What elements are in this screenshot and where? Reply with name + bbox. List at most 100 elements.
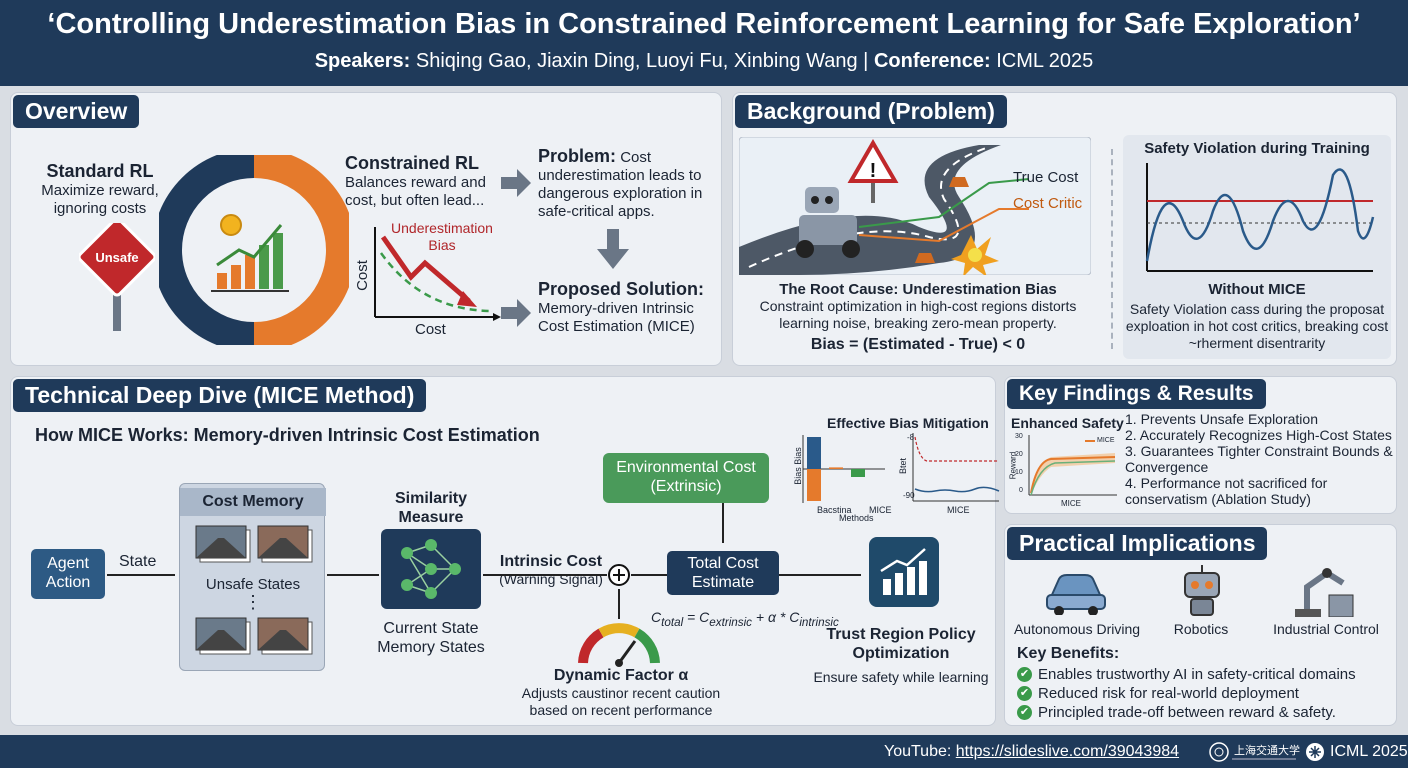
arrow-similarity-plus: [483, 574, 607, 576]
app-industrial-control: Industrial Control: [1273, 621, 1379, 637]
findings-xlabel: MICE: [1061, 499, 1081, 508]
env-cost-box: Environmental Cost (Extrinsic): [603, 453, 769, 503]
findings-ylabel: Reward: [1008, 451, 1018, 480]
deep-dive-title: Technical Deep Dive (MICE Method): [13, 379, 427, 412]
legend-cost-critic: Cost Critic: [1013, 195, 1083, 212]
down-arrow-icon: [597, 229, 629, 269]
root-cause: The Root Cause: Underestimation Bias Con…: [759, 281, 1077, 353]
total-cost-box: Total Cost Estimate: [667, 551, 779, 595]
footer: YouTube: https://slideslive.com/39043984…: [0, 735, 1408, 768]
intrinsic-cost: Intrinsic Cost (Warning Signal): [499, 553, 603, 587]
university-logo: 上海交通大学: [1232, 741, 1300, 763]
divider: [1111, 149, 1113, 349]
underestimation-chart: [374, 227, 501, 321]
ebm-x2: MICE: [869, 505, 892, 515]
overview-title: Overview: [13, 95, 140, 128]
ebm-ylabel: Bias Bias: [792, 447, 803, 485]
benefits-list: ✔Enables trustworthy AI in safety-critic…: [1017, 665, 1393, 722]
findings-title: Key Findings & Results: [1007, 379, 1266, 409]
state-label: State: [119, 553, 157, 570]
road-illustration: !: [739, 137, 1091, 275]
problem-block: Problem: Cost underestimation leads to d…: [538, 146, 703, 220]
overview-panel: Overview Standard RL Maximize reward, ig…: [10, 92, 722, 366]
growth-chart-icon: [211, 214, 289, 292]
tick-20: 20: [1015, 451, 1023, 458]
chart-xlabel: Cost: [415, 321, 446, 338]
ebm-x1: Bacstina: [817, 505, 852, 515]
constrained-rl: Constrained RL Balances reward and cost,…: [345, 153, 486, 209]
app-autonomous-driving: Autonomous Driving: [1013, 621, 1141, 637]
ebm-title: Effective Bias Mitigation: [827, 415, 989, 431]
finding-item: 1. Prevents Unsafe Exploration: [1125, 411, 1318, 427]
neural-network-icon: [381, 529, 481, 609]
memory-image-icon: [195, 525, 313, 563]
unsafe-states-label: Unsafe States: [205, 576, 301, 593]
bias-label: Underestimation Bias: [391, 220, 493, 253]
arrow-memory-similarity: [327, 574, 379, 576]
robot-car-icon: [796, 187, 860, 258]
dynamic-factor: Dynamic Factor α Adjusts caustinor recen…: [521, 667, 721, 718]
app-robotics: Robotics: [1173, 621, 1229, 637]
benefit-item: ✔Reduced risk for real-world deployment: [1017, 684, 1393, 703]
bias-bar: [807, 437, 821, 469]
violation-desc: Safety Violation cass during the proposa…: [1125, 301, 1389, 351]
bias-line-chart: [912, 433, 1000, 502]
arrow-gauge-plus: [618, 589, 620, 619]
ebm2-xlabel: MICE: [947, 505, 970, 515]
findings-legend: MICE: [1097, 437, 1115, 444]
bias-bar: [851, 469, 865, 477]
youtube-link[interactable]: https://slideslive.com/39043984: [955, 743, 1180, 760]
violation-box: Safety Violation during Training Without…: [1123, 135, 1391, 359]
warning-sign-icon: !: [847, 139, 899, 203]
finding-item: 3. Guarantees Tighter Constraint Bounds …: [1125, 443, 1393, 475]
icml-logo-icon: [1306, 743, 1324, 761]
arrow-plus-total: [631, 574, 667, 576]
page-title: ‘Controlling Underestimation Bias in Con…: [47, 8, 1361, 40]
svg-text:上海交通大学: 上海交通大学: [1234, 743, 1300, 757]
practical-panel: Practical Implications Autonomous Drivin…: [1004, 524, 1397, 726]
plus-circle-icon: [608, 564, 630, 586]
bias-bar: [807, 469, 821, 501]
current-state-label: Current State Memory States: [377, 620, 485, 656]
check-icon: ✔: [1017, 686, 1032, 701]
check-icon: ✔: [1017, 705, 1032, 720]
university-seal-icon: [1209, 742, 1229, 762]
svg-text:!: !: [870, 160, 877, 182]
gauge-icon: [578, 623, 660, 667]
industrial-robot-icon: [1295, 568, 1354, 617]
similarity-title: Similarity Measure: [394, 490, 468, 526]
trend-chart-icon: [869, 537, 939, 607]
solution-block: Proposed Solution: Memory-driven Intrins…: [538, 279, 704, 335]
practical-title: Practical Implications: [1007, 527, 1268, 560]
legend-true-cost: True Cost: [1013, 169, 1079, 186]
benefits-title: Key Benefits:: [1017, 645, 1120, 662]
footer-icml: ICML 2025: [1330, 743, 1408, 760]
cost-memory-box: Cost Memory Unsafe States ⋮: [179, 483, 326, 671]
violation-chart-sub: Without MICE: [1208, 281, 1306, 298]
unsafe-sign-label: Unsafe: [95, 250, 138, 265]
robot-icon: [1184, 565, 1220, 616]
findings-chart: [1028, 435, 1117, 496]
tick-10: 10: [1015, 469, 1023, 476]
benefit-item: ✔Principled trade-off between reward & s…: [1017, 703, 1393, 722]
cost-memory-title: Cost Memory: [180, 488, 326, 516]
tick-30: 30: [1015, 433, 1023, 440]
deep-dive-panel: Technical Deep Dive (MICE Method) How MI…: [10, 376, 1000, 726]
rl-ring-diagram: [159, 155, 349, 345]
arrow-env-total: [722, 503, 724, 543]
footer-youtube: YouTube: https://slideslive.com/39043984: [884, 743, 1180, 760]
chart-ylabel: Cost: [353, 260, 371, 291]
violation-chart-title: Safety Violation during Training: [1144, 140, 1370, 157]
trust-region: Trust Region Policy Optimization Ensure …: [813, 626, 989, 685]
tick-0: 0: [1019, 487, 1023, 494]
check-icon: ✔: [1017, 667, 1032, 682]
benefit-item: ✔Enables trustworthy AI in safety-critic…: [1017, 665, 1393, 684]
ebm2-ylabel: Btet: [898, 457, 909, 475]
findings-panel: Key Findings & Results Enhanced Safety M…: [1004, 376, 1397, 514]
violation-chart: [1145, 163, 1375, 272]
background-title: Background (Problem): [735, 95, 1007, 128]
bias-bar-chart: [802, 435, 885, 503]
ebm-xlabel: Methods: [839, 513, 874, 523]
findings-chart-title: Enhanced Safety: [1011, 415, 1124, 431]
finding-item: 4. Performance not sacrificed for conser…: [1125, 475, 1328, 507]
